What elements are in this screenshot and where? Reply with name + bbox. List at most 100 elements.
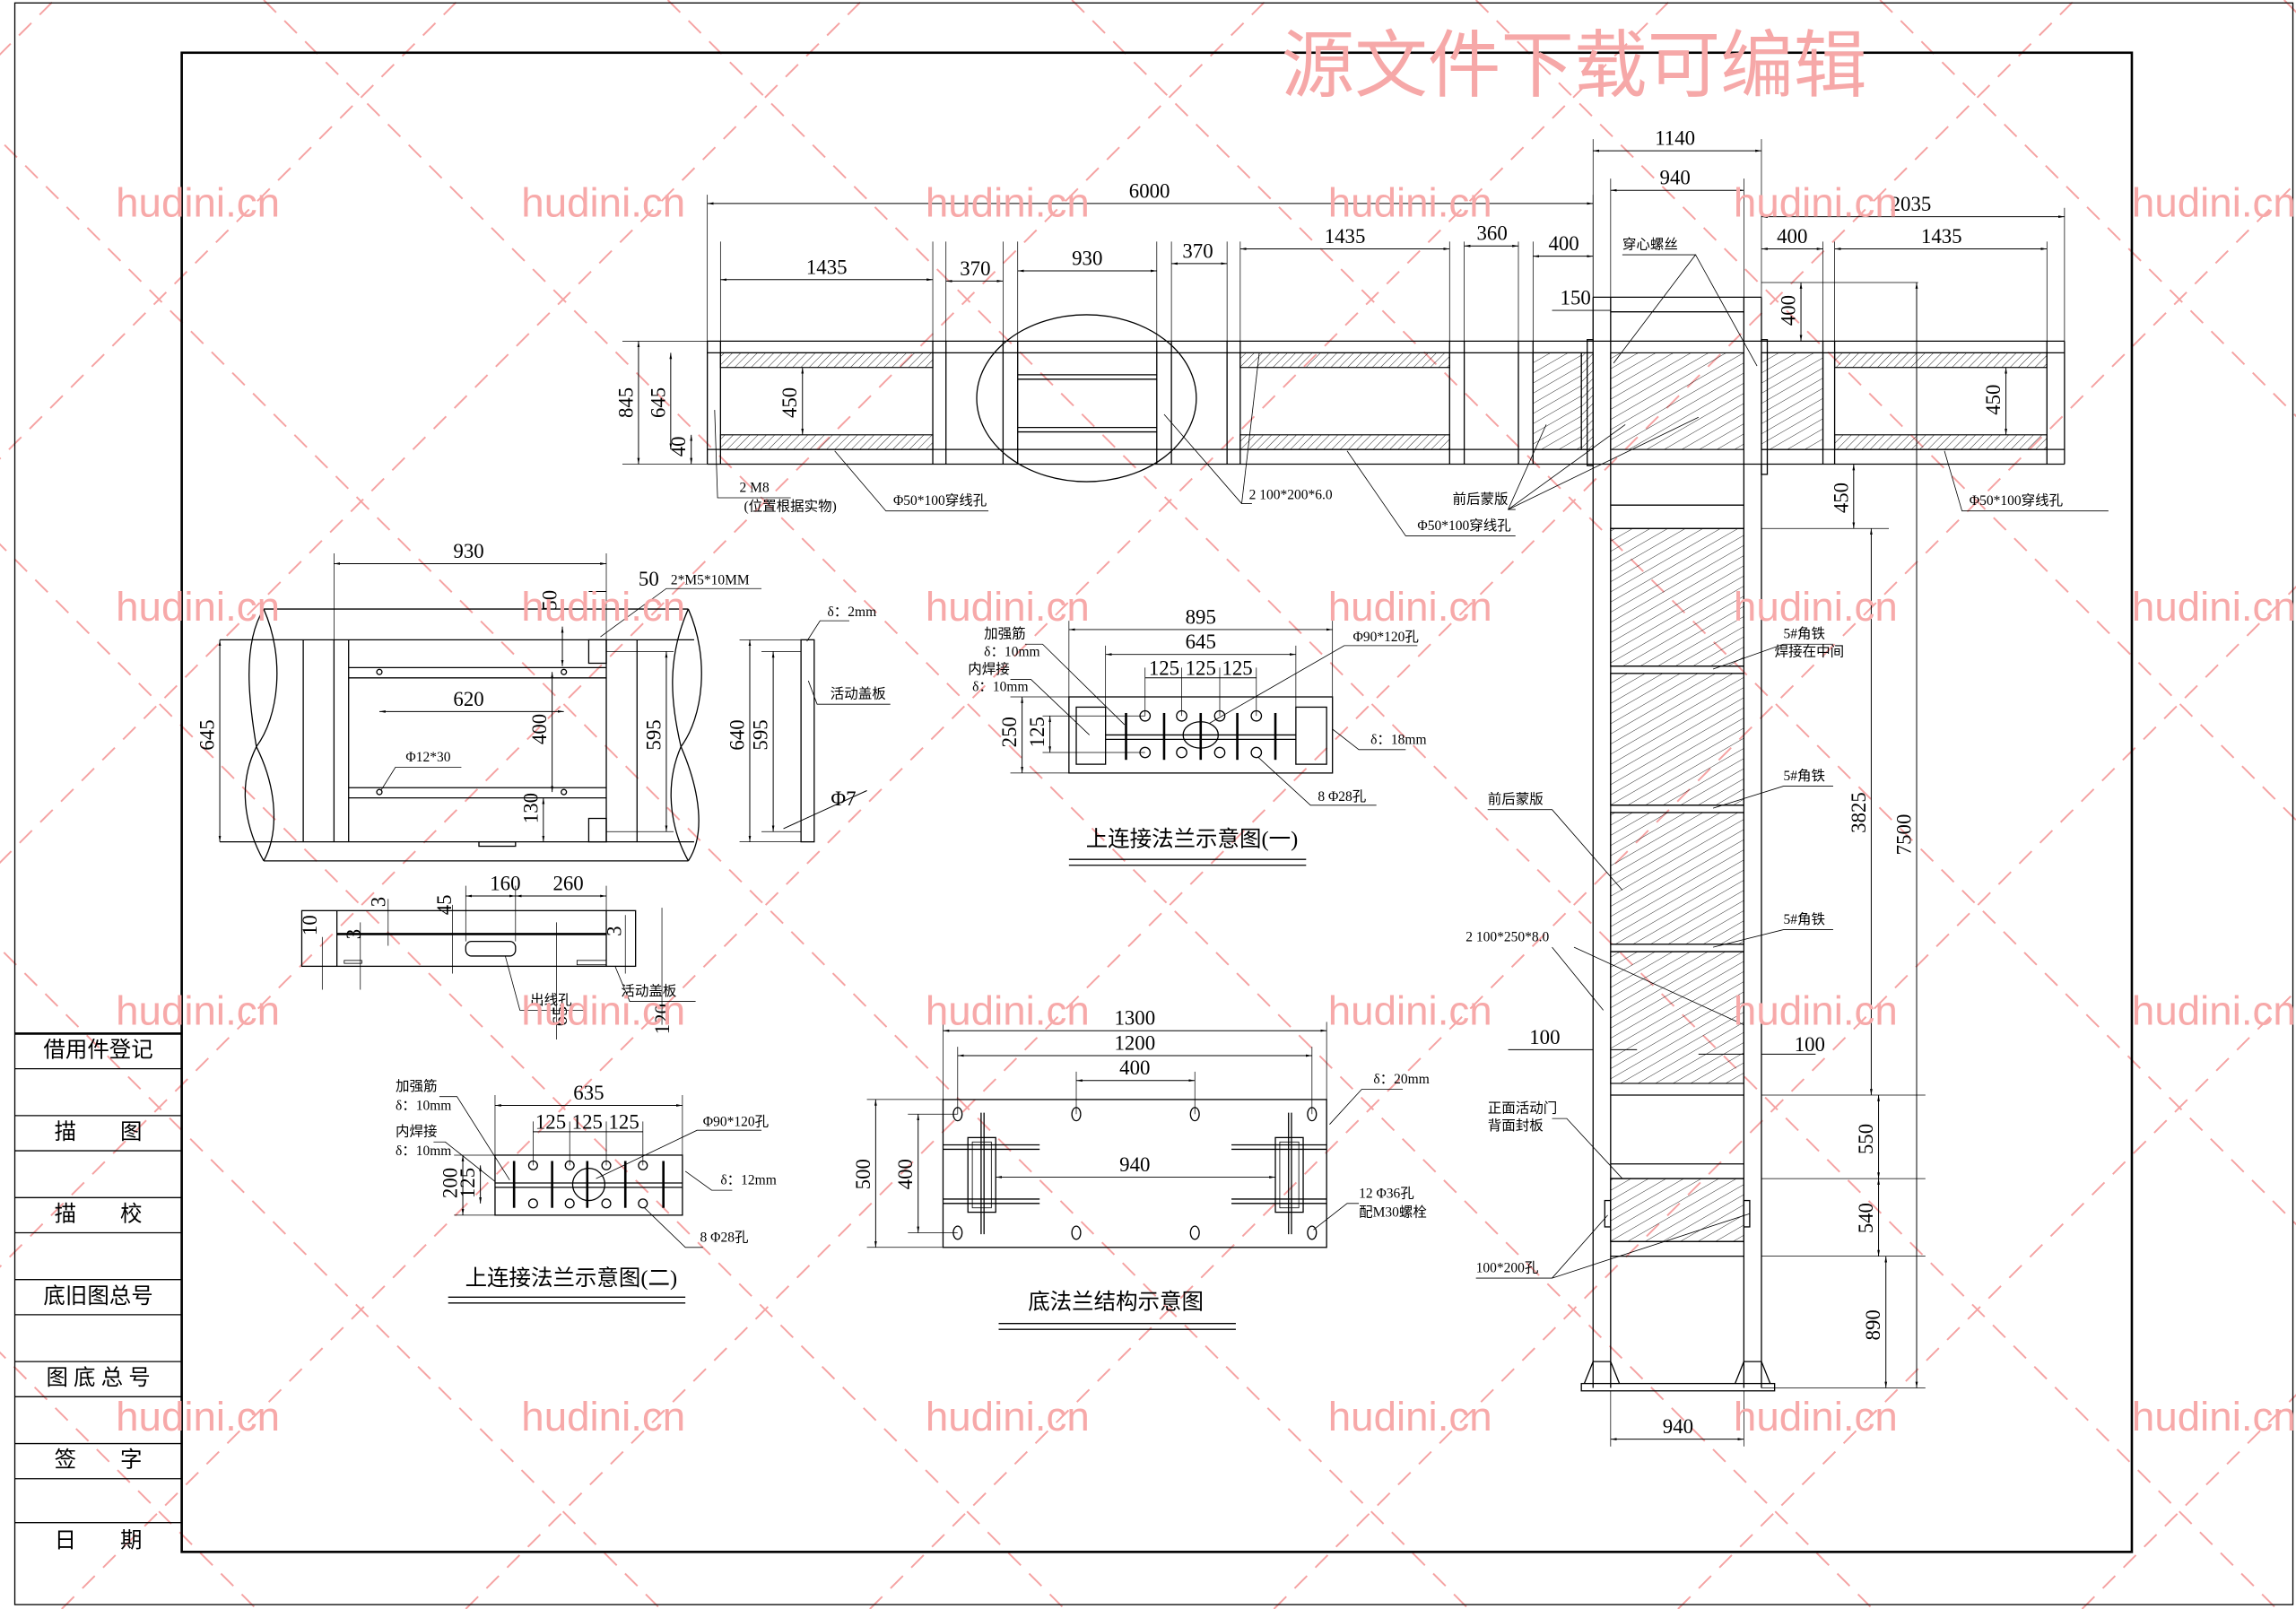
watermark-site: hudini.cn <box>926 180 1090 226</box>
annotation: 100*200孔 <box>1476 1260 1539 1276</box>
base-plate <box>1580 1382 1776 1392</box>
dimension-label: 120 <box>651 1004 674 1034</box>
leader-line <box>1241 352 1260 504</box>
hole <box>376 788 383 796</box>
dimension-label: 450 <box>1982 385 2005 415</box>
hatched-door <box>1610 1178 1744 1242</box>
leader-line <box>1257 756 1377 806</box>
drawing-frame <box>180 51 2134 1553</box>
watermark-dash <box>1677 989 2296 1609</box>
annotation: 8 Φ28孔 <box>700 1229 748 1245</box>
drawing-line <box>783 790 867 830</box>
dimension-label: 450 <box>1830 483 1852 513</box>
hatched-panel <box>1610 951 1744 1084</box>
dimension-label: 125 <box>535 1111 566 1134</box>
hatched-plate <box>1761 352 1824 450</box>
cover-plate <box>800 639 815 843</box>
leader-line <box>806 620 849 642</box>
dimension-label: 150 <box>1561 287 1591 309</box>
dimension-label: 645 <box>196 719 219 750</box>
dimension-label: 125 <box>1026 717 1048 747</box>
leader-line <box>614 966 696 1002</box>
dimension-label: 400 <box>1119 1057 1150 1079</box>
watermark-site: hudini.cn <box>1328 180 1492 226</box>
leader-line <box>1713 929 1833 948</box>
dimension-label: 130 <box>519 793 542 823</box>
outline <box>576 960 607 966</box>
dimension-label: Φ7 <box>831 787 856 810</box>
dimension-label: 3 <box>343 929 365 939</box>
annotation: 穿心螺丝 <box>1622 237 1678 253</box>
dimension-label: 2035 <box>1891 193 1932 215</box>
annotation: δ：18mm <box>1370 732 1426 747</box>
outline <box>1295 706 1327 765</box>
hatched-panel <box>1610 673 1744 806</box>
dimension-label: 645 <box>1186 631 1216 653</box>
dimension-label: 400 <box>528 714 551 744</box>
hatched-panel <box>1610 527 1744 667</box>
gusset <box>1583 1361 1621 1384</box>
annotation: 5#角铁 <box>1783 626 1825 642</box>
dimension-label: 890 <box>1862 1309 1884 1340</box>
dimension-label: 450 <box>778 387 801 418</box>
base-flange-plate <box>942 1099 1327 1248</box>
leader-line <box>1695 254 1758 367</box>
annotation: Φ90*120孔 <box>703 1113 770 1129</box>
annotation: 活动盖板 <box>621 983 676 999</box>
dimension-label: 360 <box>1476 222 1507 245</box>
outline <box>971 1141 992 1209</box>
dimension-label: 595 <box>750 719 772 750</box>
watermark-site: hudini.cn <box>2132 584 2296 630</box>
title-block-label: 底旧图总号 <box>43 1283 152 1309</box>
hole <box>561 788 568 796</box>
annotation: 2 100*200*6.0 <box>1249 488 1333 503</box>
leader-line <box>1329 1089 1404 1125</box>
hatched-panel <box>1834 434 2048 450</box>
leader-line <box>1163 413 1252 504</box>
annotation: 焊接在中间 <box>1775 643 1845 659</box>
watermark-dash <box>2283 0 2296 13</box>
dimension-label: 50 <box>539 590 561 611</box>
dimension-label: 125 <box>1149 657 1179 680</box>
watermark-dash <box>0 139 1470 1609</box>
hole <box>376 668 383 675</box>
leader-line <box>1712 786 1833 809</box>
flange-1-plate <box>1068 696 1334 774</box>
hole <box>601 1198 612 1209</box>
dimension-label: 370 <box>960 257 990 280</box>
dimension-label: 260 <box>552 872 583 894</box>
column-socket <box>1274 1136 1304 1213</box>
leader-line <box>1573 946 1744 1026</box>
annotation: δ：2mm <box>828 604 877 620</box>
leader-line <box>714 410 791 499</box>
annotation: δ：12mm <box>720 1173 776 1188</box>
center-hole <box>1182 721 1220 749</box>
watermark-site: hudini.cn <box>1328 584 1492 630</box>
break-line <box>670 608 702 862</box>
dimension-label: 125 <box>572 1111 603 1134</box>
dimension-label: 125 <box>608 1111 639 1134</box>
leader-line <box>1508 424 1626 510</box>
annotation: (位置根据实物) <box>744 499 836 515</box>
dimension-label: 400 <box>1777 225 1807 248</box>
dimension-label: 10 <box>299 915 321 935</box>
annotation: δ：20mm <box>1373 1072 1429 1087</box>
dimension-label: 1435 <box>1921 225 1962 248</box>
watermark-banner: 源文件下载可编辑 <box>1282 23 1867 109</box>
annotation: δ：10mm <box>396 1144 451 1159</box>
dimension-label: 400 <box>1778 295 1800 326</box>
section-title: 底法兰结构示意图 <box>1028 1289 1204 1314</box>
title-block-label: 描 图 <box>55 1119 143 1144</box>
dimension-label: 500 <box>852 1159 874 1189</box>
dimension-label: 125 <box>457 1168 479 1198</box>
hole <box>1213 746 1226 759</box>
leader-line <box>834 450 989 512</box>
annotation: 2*M5*10MM <box>671 572 750 587</box>
watermark-site: hudini.cn <box>2132 180 2296 226</box>
annotation: 前后蒙版 <box>1453 491 1509 508</box>
outline <box>1279 1141 1300 1209</box>
dimension-label: 3 <box>603 926 625 935</box>
title-block-label: 日 期 <box>55 1528 143 1552</box>
